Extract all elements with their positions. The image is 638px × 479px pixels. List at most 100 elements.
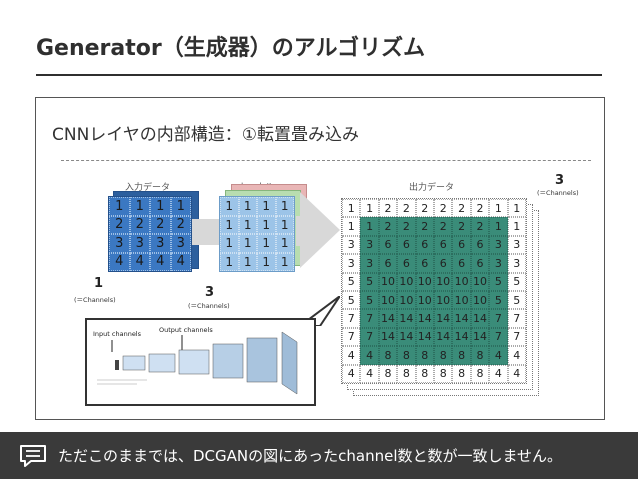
output-data-label: 出力データ	[409, 183, 455, 193]
kernel-channels-note: (＝Channels)	[188, 302, 230, 310]
output-cell: 7	[489, 309, 508, 328]
network-layers-sketch	[97, 331, 298, 395]
output-channels-caption: Output channels	[159, 326, 213, 334]
output-cell: 8	[433, 346, 453, 365]
output-cell: 1	[342, 199, 361, 218]
output-cell: 2	[397, 199, 416, 218]
output-cell: 6	[452, 235, 471, 255]
output-cell: 14	[470, 327, 490, 347]
slide-title: Generator（生成器）のアルゴリズム	[36, 36, 426, 61]
output-cell: 10	[433, 290, 453, 310]
input-cell: 1	[170, 197, 191, 216]
output-cell: 2	[452, 199, 471, 218]
output-cell: 2	[433, 217, 453, 236]
output-cell: 3	[360, 254, 379, 273]
output-cell: 2	[470, 199, 490, 218]
output-cell: 4	[342, 346, 361, 365]
output-cell: 14	[397, 327, 416, 347]
output-cell: 6	[470, 235, 490, 255]
arrow-band	[192, 219, 222, 245]
input-cell: 1	[109, 197, 130, 216]
output-cell: 1	[360, 217, 379, 236]
output-cell: 14	[433, 309, 453, 328]
output-cell: 5	[342, 272, 361, 291]
kernel-cell: 1	[238, 215, 257, 234]
output-cell: 2	[452, 217, 471, 236]
kernel-cell: 1	[220, 215, 239, 234]
output-cell: 10	[433, 272, 453, 291]
output-cell: 2	[397, 217, 416, 236]
output-cell: 14	[378, 309, 398, 328]
output-cell: 8	[397, 364, 416, 383]
output-cell: 10	[452, 272, 471, 291]
output-cell: 10	[470, 290, 490, 310]
kernel-cell: 1	[257, 197, 276, 216]
kernel-cell: 1	[257, 252, 276, 271]
network-diagram-callout: Input channels Output channels	[85, 318, 316, 406]
input-cell: 2	[129, 215, 150, 234]
output-cell: 4	[360, 346, 379, 365]
kernel-channels-number: 3	[205, 285, 215, 300]
output-cell: 8	[452, 364, 471, 383]
input-channels-number: 1	[94, 276, 104, 291]
input-cell: 1	[150, 197, 171, 216]
output-cell: 7	[342, 309, 361, 328]
output-cell: 5	[489, 272, 508, 291]
output-cell: 1	[489, 217, 508, 236]
output-cell: 14	[397, 309, 416, 328]
output-cell: 2	[415, 217, 434, 236]
dotted-divider	[61, 160, 591, 161]
output-cell: 10	[397, 290, 416, 310]
output-cell: 8	[470, 346, 490, 365]
output-cell: 2	[415, 199, 434, 218]
output-cell: 14	[415, 309, 434, 328]
output-cell: 1	[489, 199, 508, 218]
output-cell: 4	[507, 346, 526, 365]
kernel-cell: 1	[275, 215, 294, 234]
kernel-cell: 1	[238, 252, 257, 271]
output-cell: 14	[378, 327, 398, 347]
output-cell: 8	[433, 364, 453, 383]
output-cell: 6	[397, 254, 416, 273]
output-cell: 8	[397, 346, 416, 365]
output-cell: 10	[415, 290, 434, 310]
kernel-cell: 1	[220, 197, 239, 216]
input-channels-caption: Input channels	[93, 330, 142, 338]
output-cell: 5	[360, 272, 379, 291]
input-cell: 3	[109, 234, 130, 253]
footer-message: ただこのままでは、DCGANの図にあったchannel数と数が一致しません。	[58, 447, 563, 465]
output-cell: 8	[378, 364, 398, 383]
output-cell: 6	[378, 254, 398, 273]
input-data-label: 入力データ	[125, 183, 171, 193]
kernel-cell: 1	[257, 234, 276, 253]
output-cell: 8	[415, 346, 434, 365]
output-cell: 5	[507, 272, 526, 291]
output-cell: 8	[452, 346, 471, 365]
output-cell: 1	[360, 199, 379, 218]
output-cell: 2	[378, 199, 398, 218]
output-cell: 4	[489, 364, 508, 383]
output-cell: 14	[452, 327, 471, 347]
input-cell: 2	[170, 215, 191, 234]
output-cell: 2	[433, 199, 453, 218]
output-cell: 4	[360, 364, 379, 383]
output-cell: 4	[489, 346, 508, 365]
output-cell: 7	[489, 327, 508, 347]
output-cell: 4	[342, 364, 361, 383]
output-cell: 3	[489, 254, 508, 273]
output-cell: 1	[507, 199, 526, 218]
output-cell: 3	[507, 254, 526, 273]
output-cell: 2	[378, 217, 398, 236]
input-channels-note: (＝Channels)	[74, 296, 116, 304]
output-cell: 5	[507, 290, 526, 310]
kernel-cell: 1	[220, 252, 239, 271]
output-cell: 3	[342, 235, 361, 255]
output-cell: 3	[360, 235, 379, 255]
output-cell: 4	[507, 364, 526, 383]
output-cell: 7	[507, 327, 526, 347]
output-cell: 7	[360, 327, 379, 347]
kernel-cell: 1	[257, 215, 276, 234]
output-cell: 10	[470, 272, 490, 291]
